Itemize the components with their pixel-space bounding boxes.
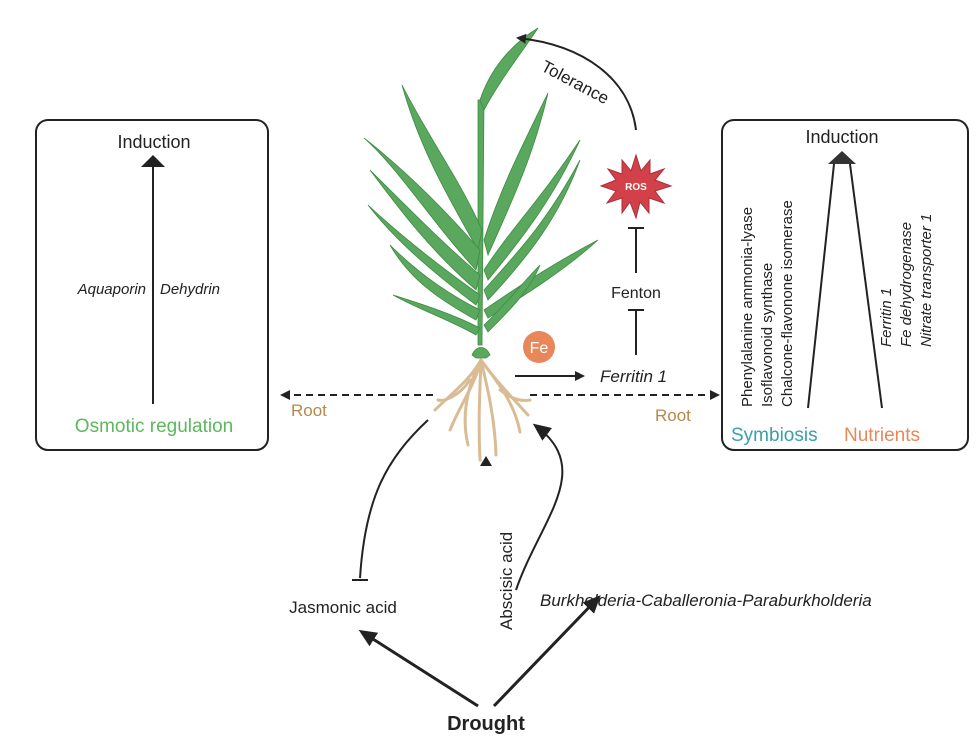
fe-circle — [523, 331, 555, 363]
right-box: Induction Phenylalanine ammonia-lyase Is… — [721, 119, 969, 451]
fe-label: Fe — [530, 340, 549, 357]
fe-ion: Fe — [523, 331, 555, 363]
root-right-label: Root — [655, 406, 691, 425]
tolerance-label: Tolerance — [538, 57, 612, 108]
gene-aquaporin: Aquaporin — [77, 281, 146, 298]
jasmonic-acid-label: Jasmonic acid — [289, 598, 397, 617]
osmotic-regulation-label: Osmotic regulation — [75, 416, 233, 437]
right-induction-label: Induction — [805, 127, 878, 147]
drought-to-bacteria-arrow — [492, 595, 601, 708]
symbiosis-label: Symbiosis — [731, 425, 818, 446]
gene-nitrate-transporter-1: Nitrate transporter 1 — [918, 214, 935, 347]
ros-label: ROS — [625, 182, 647, 193]
tolerance-arrow — [516, 33, 637, 131]
gene-ferritin-1: Ferritin 1 — [878, 288, 895, 347]
right-box-border — [721, 119, 969, 451]
root-arrows: Root Root — [280, 390, 720, 425]
bacteria-label: Burkholderia-Caballeronia-Paraburkholder… — [540, 591, 872, 610]
gene-fe-dehydrogenase: Fe dehydrogenase — [898, 222, 915, 347]
ros-star-shape — [599, 153, 673, 220]
nutrients-arrow-line — [849, 163, 883, 409]
left-box-border — [35, 119, 269, 451]
fenton-label: Fenton — [611, 285, 661, 302]
jasmonic-inhibits-root-line — [359, 419, 429, 579]
gene-dehydrin: Dehydrin — [160, 281, 220, 298]
right-induction-triangle — [828, 151, 856, 164]
abscisic-arrowhead — [480, 456, 492, 466]
left-induction-triangle — [141, 155, 165, 167]
abscisic-acid-label: Abscisic acid — [497, 532, 516, 630]
gene-phenylalanine-ammonia-lyase: Phenylalanine ammonia-lyase — [739, 207, 756, 407]
plant-leaves — [363, 27, 599, 359]
left-induction-label: Induction — [117, 132, 190, 152]
root-left-label: Root — [291, 401, 327, 420]
plant-roots — [433, 358, 532, 462]
drought-label: Drought — [447, 713, 525, 735]
gene-isoflavonoid-synthase: Isoflavonoid synthase — [759, 263, 776, 407]
drought-to-jasmonic-arrow — [358, 629, 479, 708]
gene-chalcone-flavonone-isomerase: Chalcone-flavonone isomerase — [779, 200, 796, 407]
bacteria-to-root-arrow — [515, 423, 564, 591]
symbiosis-arrow-line — [807, 163, 835, 409]
left-box: Induction Aquaporin Dehydrin Osmotic reg… — [35, 119, 269, 451]
ferritin-label: Ferritin 1 — [600, 367, 667, 386]
nutrients-label: Nutrients — [844, 425, 920, 446]
plant-illustration — [363, 27, 599, 462]
ros-star: ROS — [599, 153, 673, 220]
